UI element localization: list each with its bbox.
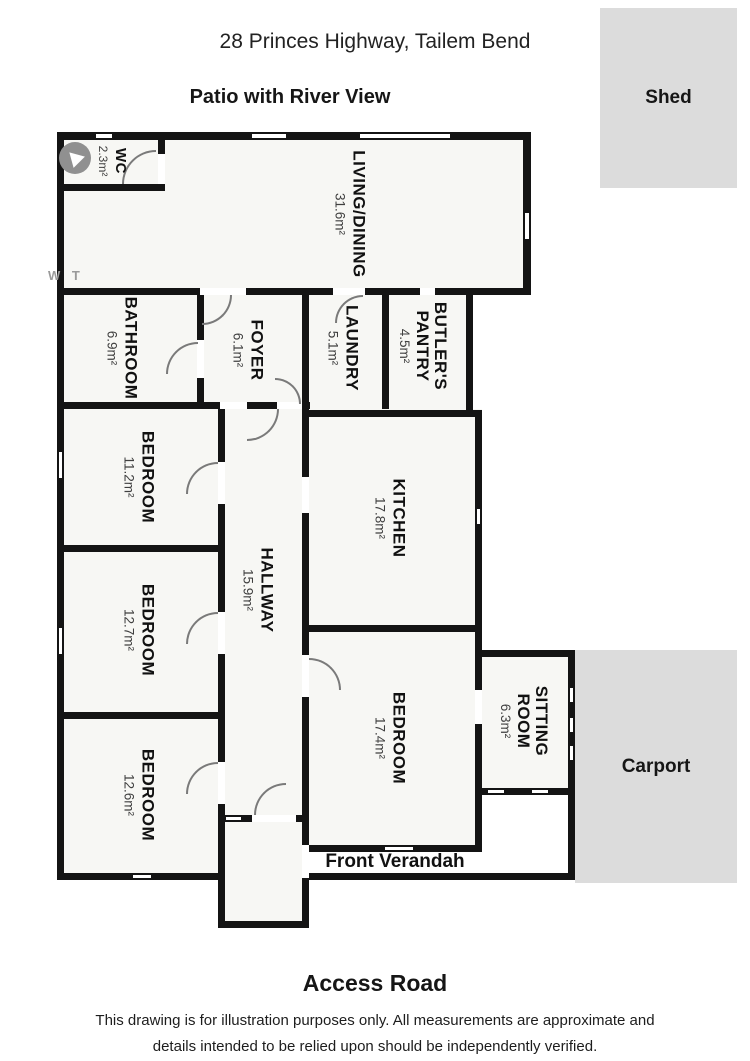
window xyxy=(568,688,575,702)
door-opening xyxy=(277,402,302,409)
window xyxy=(475,509,482,524)
door-opening xyxy=(220,402,247,409)
room-label-hallway: HALLWAY 15.9m² xyxy=(240,547,277,633)
wall-segment xyxy=(302,288,309,409)
wall-segment xyxy=(568,650,575,880)
floor-area xyxy=(57,845,225,873)
north-arrow-pointer xyxy=(63,146,85,168)
door-opening xyxy=(197,340,204,378)
wall-segment xyxy=(307,410,482,417)
window xyxy=(360,132,450,140)
wall-segment xyxy=(57,545,225,552)
room-label-kitchen: KITCHEN 17.8m² xyxy=(372,478,409,558)
window xyxy=(252,132,286,140)
door-opening xyxy=(200,288,246,295)
door-opening xyxy=(302,655,309,697)
disclaimer-line-1: This drawing is for illustration purpose… xyxy=(95,1012,655,1029)
window xyxy=(568,718,575,732)
water-tank-label: W T xyxy=(48,268,84,283)
wall-segment xyxy=(466,288,473,412)
wall-segment xyxy=(57,288,531,295)
disclaimer-line-2: details intended to be relied upon shoul… xyxy=(152,1038,598,1055)
wall-segment xyxy=(57,402,310,409)
floor-area xyxy=(57,288,473,409)
room-label-bedroom-4: BEDROOM 12.6m² xyxy=(121,748,158,842)
window xyxy=(96,132,112,140)
window xyxy=(226,815,241,822)
window xyxy=(57,628,64,654)
window xyxy=(385,845,413,852)
disclaimer-text: This drawing is for illustration purpose… xyxy=(0,1008,750,1060)
window xyxy=(532,788,548,795)
wall-segment xyxy=(57,184,165,191)
floor-area xyxy=(57,409,482,632)
shed-label: Shed xyxy=(645,87,692,108)
door-opening xyxy=(302,845,309,878)
room-label-laundry: LAUNDRY 5.1m² xyxy=(325,305,362,391)
wall-segment xyxy=(305,873,575,880)
page-title: 28 Princes Highway, Tailem Bend xyxy=(219,30,531,53)
door-opening xyxy=(218,762,225,804)
floor-area xyxy=(218,845,309,928)
wall-segment xyxy=(57,712,225,719)
window xyxy=(133,873,151,880)
wall-segment xyxy=(475,650,575,657)
door-opening xyxy=(158,154,165,184)
wall-segment xyxy=(307,625,482,632)
room-label-bathroom: BATHROOM 6.9m² xyxy=(104,296,141,400)
wall-segment xyxy=(158,132,165,154)
carport-label: Carport xyxy=(621,755,691,777)
floor-area xyxy=(475,650,575,788)
room-label-foyer: FOYER 6.1m² xyxy=(230,319,267,381)
access-road-label: Access Road xyxy=(302,970,448,996)
patio-label: Patio with River View xyxy=(189,86,391,108)
room-label-bedroom-3: BEDROOM 17.4m² xyxy=(372,691,409,785)
window xyxy=(568,746,575,760)
shed-box: Shed xyxy=(600,8,737,188)
door-opening xyxy=(252,815,296,822)
room-label-wc: WC 2.3m² xyxy=(96,145,129,177)
door-opening xyxy=(420,288,435,295)
carport-box: Carport xyxy=(575,650,737,883)
window xyxy=(57,452,64,478)
room-label-bedroom-2: BEDROOM 12.7m² xyxy=(121,583,158,677)
wall-segment xyxy=(475,412,482,845)
door-opening xyxy=(475,690,482,724)
door-opening xyxy=(333,288,365,295)
wall-segment xyxy=(382,288,389,409)
door-opening xyxy=(302,477,309,513)
north-arrow-icon xyxy=(59,142,91,174)
wall-segment xyxy=(218,409,225,928)
window xyxy=(523,213,531,239)
room-label-living-dining: LIVING/DINING 31.6m² xyxy=(332,150,369,278)
door-opening xyxy=(218,462,225,504)
wall-segment xyxy=(57,132,64,880)
door-opening xyxy=(218,612,225,654)
wall-segment xyxy=(220,921,308,928)
front-verandah-label: Front Verandah xyxy=(325,851,465,872)
wall-segment xyxy=(57,132,531,140)
wall-segment xyxy=(475,788,575,795)
window xyxy=(488,788,504,795)
room-label-sitting-room: SITTING ROOM 6.3m² xyxy=(497,685,552,757)
room-label-bedroom-1: BEDROOM 11.2m² xyxy=(121,430,158,524)
room-label-butlers-pantry: BUTLER'S PANTRY 4.5m² xyxy=(396,301,451,391)
